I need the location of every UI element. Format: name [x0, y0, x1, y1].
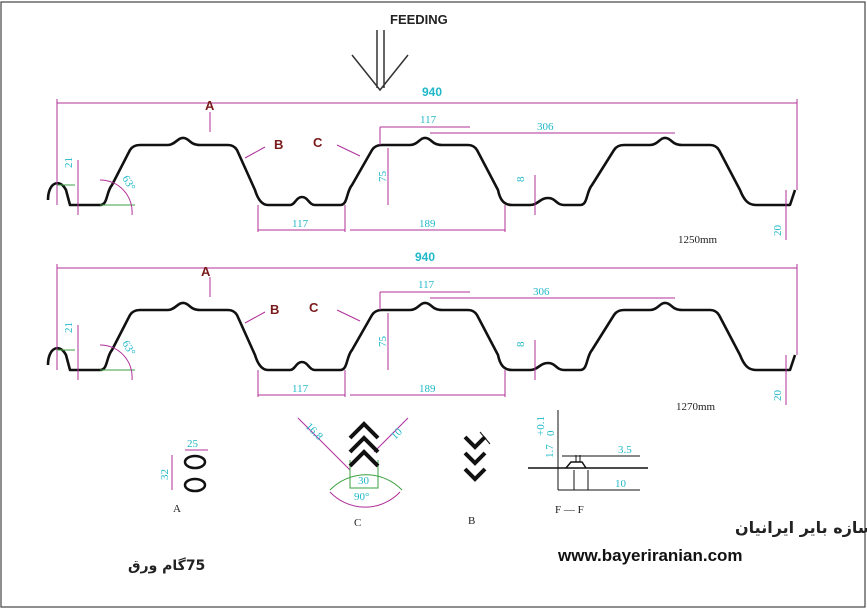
dim-end-height: 20	[772, 390, 784, 402]
dim-edge-height: 21	[63, 157, 75, 168]
dim-rib-height: 75	[377, 171, 389, 183]
detail-b: B	[463, 431, 491, 527]
dim-rib-top: 117	[418, 279, 435, 291]
section-f-label: F — F	[555, 504, 584, 516]
detail-a: 25 32 A	[159, 438, 208, 515]
dim-a-height: 32	[159, 469, 171, 480]
dim-rib-base: 189	[419, 383, 436, 395]
sheet-width: 1270mm	[676, 401, 716, 413]
dim-stiffener: 8	[515, 176, 527, 182]
profile-bottom: 940 117 306 A B C 21 63° 75 8 117 189 20…	[46, 250, 799, 413]
dim-c-base: 30	[358, 475, 370, 487]
sheet-width: 1250mm	[678, 234, 718, 246]
detail-c-label: C	[354, 517, 361, 529]
dim-rib-pitch: 306	[537, 121, 554, 133]
dim-angle: 63°	[119, 174, 137, 193]
dim-stiffener: 8	[515, 341, 527, 347]
dim-edge-height: 21	[63, 322, 75, 333]
caption: 75گام ورق	[128, 557, 205, 574]
dim-f-base: 10	[615, 478, 627, 490]
dim-rib-top: 117	[420, 114, 437, 126]
dim-c-left: 16.8	[303, 421, 325, 443]
feeding-arrow-icon	[351, 30, 409, 92]
detail-c: 16.8 10 30 90° C	[297, 417, 409, 529]
dim-rib-pitch: 306	[533, 286, 550, 298]
brand-persian-name: سبک سازه بایر ایرانیان	[735, 518, 867, 537]
dim-overall-width: 940	[422, 85, 442, 99]
dim-a-width: 25	[187, 438, 199, 450]
label-c: C	[309, 300, 319, 315]
dim-angle: 63°	[119, 339, 137, 358]
label-c: C	[313, 135, 323, 150]
brand-website[interactable]: www.bayeriranian.com	[557, 546, 743, 565]
dim-f-bump: 3.5	[618, 444, 632, 456]
dim-f-tol-upper: +0.1	[535, 416, 547, 436]
label-a: A	[201, 264, 211, 279]
dim-f-thickness: 1.7	[544, 444, 556, 458]
detail-f: 1.7 +0.1 0 3.5 10 F — F	[528, 410, 648, 516]
label-a: A	[205, 98, 215, 113]
detail-b-label: B	[468, 515, 475, 527]
dim-c-angle: 90°	[354, 491, 369, 503]
dim-overall-width: 940	[415, 250, 435, 264]
label-b: B	[274, 137, 283, 152]
dim-bottom-width: 117	[292, 218, 309, 230]
dim-c-right: 10	[389, 426, 406, 443]
dim-end-height: 20	[772, 225, 784, 237]
dim-bottom-width: 117	[292, 383, 309, 395]
dim-rib-base: 189	[419, 218, 436, 230]
feeding-label: FEEDING	[390, 12, 448, 27]
dim-f-tol-lower: 0	[545, 430, 557, 436]
profile-top: 940 117 306 A B C 21 63° 75 8 117 189 20…	[46, 85, 799, 246]
label-b: B	[270, 302, 279, 317]
dim-rib-height: 75	[377, 336, 389, 348]
detail-a-label: A	[173, 503, 181, 515]
